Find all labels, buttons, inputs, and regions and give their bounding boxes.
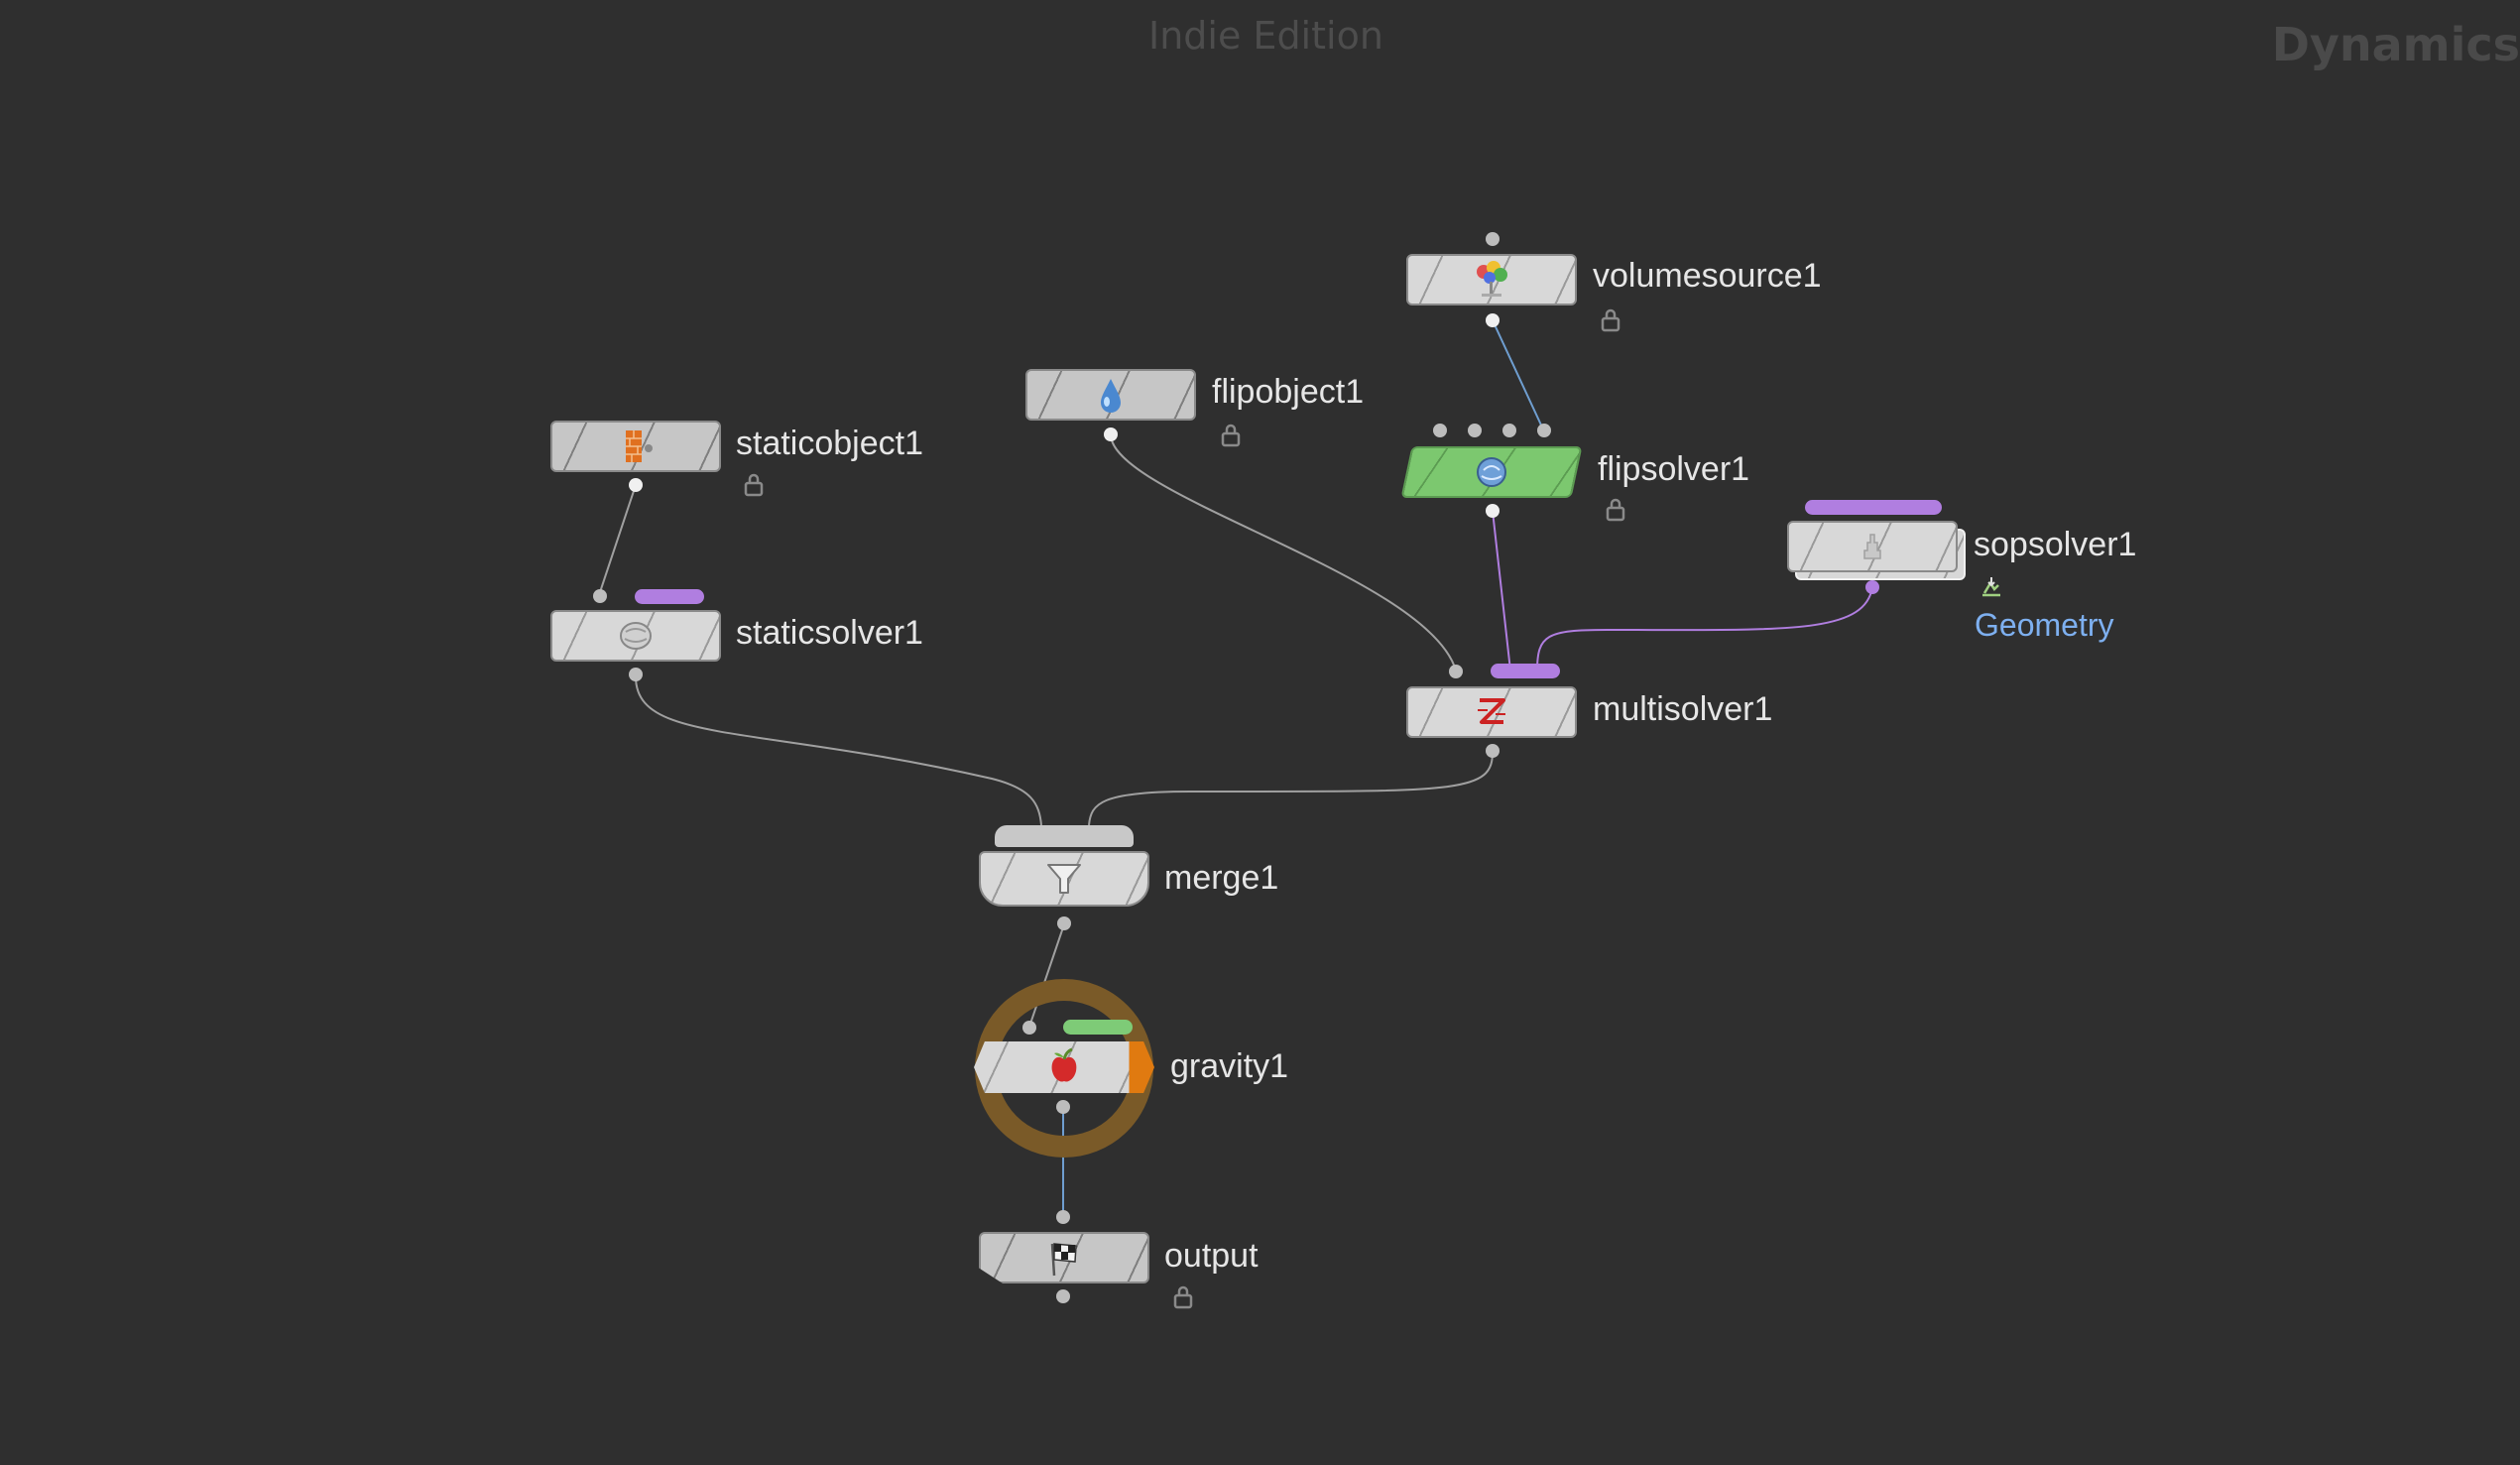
geometry-link[interactable]: Geometry: [1975, 607, 2114, 643]
node-sopsolver1[interactable]: [1787, 521, 1958, 572]
node-label-output: output: [1164, 1237, 1259, 1275]
output-connector[interactable]: [1486, 313, 1500, 327]
flip-solver-icon: [1477, 457, 1506, 487]
node-output[interactable]: [979, 1232, 1149, 1283]
node-staticobject1[interactable]: [550, 421, 721, 472]
input-connector[interactable]: [1486, 232, 1500, 246]
wire-sopsolver-multisolver: [1536, 586, 1873, 671]
wire-flipobject-multisolver: [1110, 433, 1457, 671]
node-label-flipsolver1: flipsolver1: [1598, 450, 1750, 488]
wire-staticsolver-merge: [635, 675, 1042, 826]
water-drop-icon: [1101, 379, 1121, 413]
lock-icon: [1601, 308, 1620, 332]
output-connector[interactable]: [1057, 916, 1071, 930]
wire-multisolver-merge: [1088, 751, 1494, 826]
output-connector[interactable]: [629, 668, 643, 681]
sop-solver-icon: [1863, 534, 1881, 559]
input-connector[interactable]: [1022, 1021, 1036, 1035]
gravity-apple-icon: [1051, 1047, 1077, 1082]
node-gravity1[interactable]: [974, 1041, 1154, 1093]
node-volumesource1[interactable]: [1406, 254, 1577, 305]
wire-volumesource-flipsolver: [1492, 319, 1545, 432]
input-connector[interactable]: [1056, 1210, 1070, 1224]
output-connector[interactable]: [1056, 1289, 1070, 1303]
output-connector[interactable]: [1056, 1100, 1070, 1114]
output-connector[interactable]: [1104, 427, 1118, 441]
node-label-merge1: merge1: [1164, 859, 1279, 897]
input-connector[interactable]: [1449, 665, 1463, 678]
node-flipsolver1[interactable]: [1400, 446, 1583, 498]
wire-staticobject-staticsolver: [598, 484, 637, 596]
node-flipobject1[interactable]: [1025, 369, 1196, 421]
input-connector[interactable]: [593, 589, 607, 603]
node-label-volumesource1: volumesource1: [1593, 257, 1822, 295]
node-multisolver1[interactable]: [1406, 686, 1577, 738]
merge-input-bar[interactable]: [995, 825, 1134, 847]
solver-input-bar[interactable]: [1491, 664, 1560, 678]
lock-icon: [1173, 1285, 1193, 1309]
brick-wall-icon: [626, 430, 653, 462]
static-solver-icon: [620, 622, 652, 650]
node-label-staticsolver1: staticsolver1: [736, 614, 923, 652]
node-staticsolver1[interactable]: [550, 610, 721, 662]
node-label-multisolver1: multisolver1: [1593, 690, 1773, 728]
node-label-staticobject1: staticobject1: [736, 425, 923, 462]
output-connector[interactable]: [1486, 504, 1500, 518]
solver-input-bar[interactable]: [1805, 500, 1942, 515]
lock-icon: [1606, 498, 1625, 522]
node-label-gravity1: gravity1: [1170, 1047, 1289, 1085]
volume-source-icon: [1477, 261, 1507, 297]
force-input-bar[interactable]: [1063, 1020, 1133, 1035]
input-connector[interactable]: [1433, 424, 1447, 437]
output-connector[interactable]: [629, 478, 643, 492]
funnel-icon: [1047, 864, 1081, 894]
solver-input-bar[interactable]: [635, 589, 704, 604]
edition-watermark: Indie Edition: [1148, 14, 1383, 58]
wire-flipsolver-multisolver: [1492, 510, 1511, 671]
node-label-sopsolver1: sopsolver1: [1974, 526, 2137, 563]
multisolver-icon: [1478, 698, 1505, 724]
lock-icon: [744, 473, 764, 497]
input-connector[interactable]: [1537, 424, 1551, 437]
network-context-watermark: Dynamics: [2271, 18, 2520, 71]
output-connector[interactable]: [1486, 744, 1500, 758]
output-connector[interactable]: [1865, 580, 1879, 594]
checkered-flag-icon: [1050, 1243, 1077, 1277]
display-flag-icon: [1982, 577, 2000, 597]
lock-icon: [1221, 424, 1241, 447]
node-label-flipobject1: flipobject1: [1212, 373, 1365, 411]
input-connector[interactable]: [1468, 424, 1482, 437]
input-connector[interactable]: [1502, 424, 1516, 437]
node-merge1[interactable]: [979, 851, 1149, 907]
